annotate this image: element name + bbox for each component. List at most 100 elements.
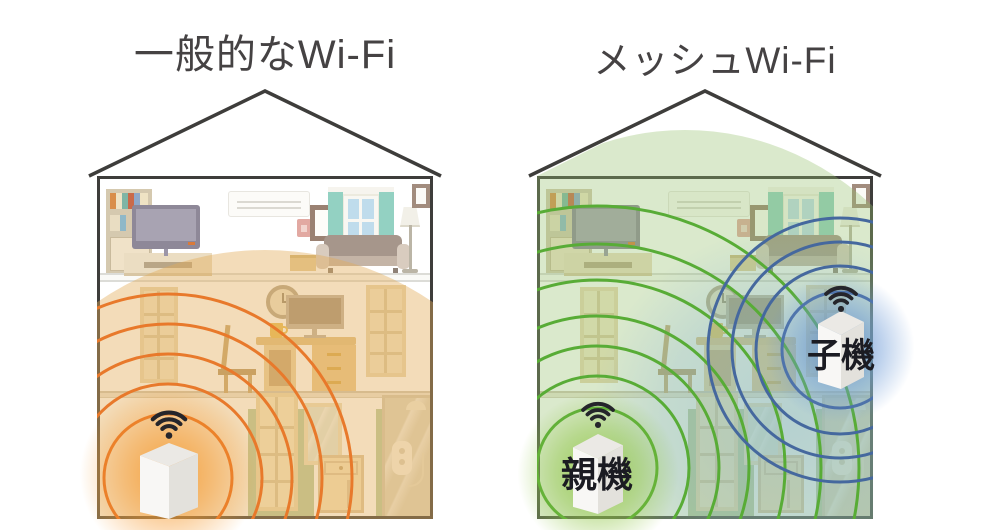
monitor-screen xyxy=(289,298,341,324)
side-table xyxy=(290,255,316,271)
bath-window xyxy=(696,393,738,511)
window-mid-left xyxy=(140,287,178,383)
mug xyxy=(270,323,288,338)
side-table xyxy=(730,255,756,271)
lamp-pole xyxy=(849,225,852,269)
tv-screen xyxy=(576,209,636,241)
desk-top xyxy=(256,337,356,345)
sofa xyxy=(316,235,410,273)
heater-dial-1 xyxy=(399,448,405,454)
desktop-monitor xyxy=(286,295,344,338)
chair-leg-front xyxy=(248,375,252,393)
wall-switch-button xyxy=(741,225,747,232)
desk xyxy=(256,337,356,391)
ac-line2 xyxy=(677,207,741,209)
tv-console-slot xyxy=(584,262,632,268)
window-mid-right-grid xyxy=(810,289,842,373)
drawer-handle-1 xyxy=(327,353,341,356)
desk-drawers xyxy=(752,345,796,391)
floor-lamp xyxy=(400,207,420,273)
heater-dial-1 xyxy=(839,448,845,454)
monitor-bezel xyxy=(726,295,784,329)
window-mid-left-grid xyxy=(144,291,174,379)
tv-stand xyxy=(164,249,168,256)
ac-line1 xyxy=(677,201,741,203)
heater-dial-2 xyxy=(399,459,405,465)
house-interior-standard xyxy=(97,176,433,519)
shower-stall xyxy=(382,395,430,516)
window-mid-left xyxy=(580,287,618,383)
chair-leg-front xyxy=(688,375,692,393)
house-interior-mesh xyxy=(537,176,873,519)
tv-console-slot xyxy=(144,262,192,268)
bath-window-grid xyxy=(260,397,294,507)
bath-cabinet-knob xyxy=(339,466,343,470)
sofa-leg-right xyxy=(393,268,398,273)
tv-console xyxy=(564,253,652,276)
bath-window-grid xyxy=(700,397,734,507)
drawer-handle-2 xyxy=(767,367,781,370)
floor-line-upper xyxy=(100,273,430,282)
wall-switch xyxy=(737,219,751,237)
drawer-handle-2 xyxy=(327,367,341,370)
window-mid-right xyxy=(806,285,846,377)
window-mid-left-grid xyxy=(584,291,614,379)
desk-drawers xyxy=(312,345,356,391)
chair-back xyxy=(660,324,671,374)
monitor-screen xyxy=(729,298,781,324)
bath-cabinet xyxy=(758,455,804,513)
shower-head xyxy=(846,401,866,410)
sofa-seat xyxy=(764,256,842,266)
chair-leg-back xyxy=(224,375,228,393)
ac-line2 xyxy=(237,207,301,209)
tv-power-light xyxy=(628,242,635,245)
sofa-leg-left xyxy=(768,268,773,273)
window-crossbar-v xyxy=(359,199,362,243)
lamp-shade xyxy=(400,207,420,227)
sofa-leg-right xyxy=(833,268,838,273)
wall-switch xyxy=(297,219,311,237)
desk xyxy=(696,337,796,391)
wall-switch-button xyxy=(301,225,307,232)
sofa-arm-left xyxy=(316,244,329,269)
window-mid-right-grid xyxy=(370,289,402,373)
chair-back xyxy=(220,324,231,374)
sofa xyxy=(756,235,850,273)
air-conditioner xyxy=(668,191,750,217)
sofa-arm-left xyxy=(756,244,769,269)
bath-cabinet-door xyxy=(787,480,790,508)
mesh-wifi-title: メッシュWi-Fi xyxy=(593,40,837,81)
desk-top xyxy=(696,337,796,345)
monitor-base xyxy=(744,335,766,338)
lamp-base xyxy=(842,269,858,273)
monitor-base xyxy=(304,335,326,338)
tv xyxy=(132,205,200,256)
desk-cabinet xyxy=(264,345,296,391)
lamp-pole xyxy=(409,225,412,269)
drawer-handle-1 xyxy=(767,353,781,356)
tv-power-light xyxy=(188,242,195,245)
mug xyxy=(710,323,728,338)
corner-picture-frame xyxy=(412,184,430,208)
water-heater xyxy=(392,441,412,475)
sofa-arm-right xyxy=(397,244,410,269)
corner-picture-frame xyxy=(852,184,870,208)
monitor-bezel xyxy=(286,295,344,329)
bath-cabinet xyxy=(318,455,364,513)
lamp-base xyxy=(402,269,418,273)
sofa-seat xyxy=(324,256,402,266)
desk-chair xyxy=(216,324,260,393)
air-conditioner xyxy=(228,191,310,217)
tv xyxy=(572,205,640,256)
roof-outline xyxy=(88,89,442,178)
ac-line1 xyxy=(237,201,301,203)
shower-head xyxy=(406,401,426,410)
window-mid-right xyxy=(366,285,406,377)
bath-window xyxy=(256,393,298,511)
desk-chair xyxy=(656,324,700,393)
drawer-handle-3 xyxy=(327,381,341,384)
desktop-monitor xyxy=(726,295,784,338)
floor-lamp xyxy=(840,207,860,273)
shower-stall xyxy=(822,395,870,516)
heater-dial-2 xyxy=(839,459,845,465)
